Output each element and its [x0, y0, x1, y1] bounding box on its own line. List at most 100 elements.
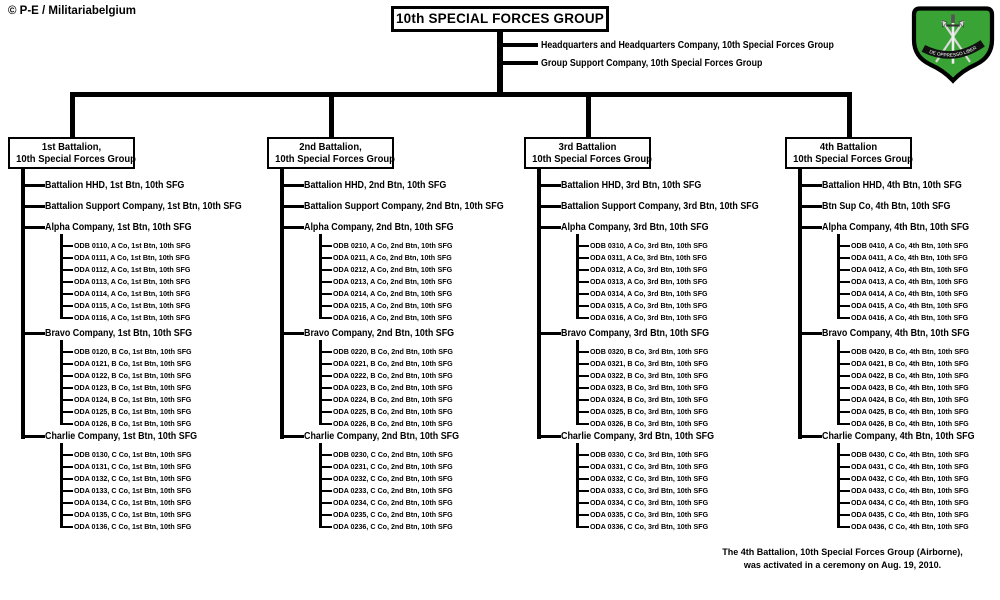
- connector-line: [319, 293, 332, 295]
- team-label: ODA 0123, B Co, 1st Btn, 10th SFG: [74, 383, 192, 392]
- connector-line: [319, 387, 332, 389]
- connector-line: [60, 399, 73, 401]
- connector-line: [60, 281, 73, 283]
- connector-line: [798, 435, 822, 438]
- team-label: ODA 0324, B Co, 3rd Btn, 10th SFG: [590, 395, 709, 404]
- connector-line: [21, 205, 45, 208]
- connector-line: [60, 466, 73, 468]
- connector-line: [576, 478, 589, 480]
- battalion-name-line: 1st Battalion,: [41, 141, 102, 153]
- team-label: ODA 0316, A Co, 3rd Btn, 10th SFG: [590, 313, 708, 322]
- connector-line: [60, 340, 63, 425]
- footnote: The 4th Battalion, 10th Special Forces G…: [690, 546, 995, 572]
- company-label: Charlie Company, 1st Btn, 10th SFG: [45, 430, 198, 442]
- team-label: ODA 0121, B Co, 1st Btn, 10th SFG: [74, 359, 192, 368]
- team-label: ODA 0212, A Co, 2nd Btn, 10th SFG: [333, 265, 453, 274]
- connector-line: [837, 514, 850, 516]
- connector-line: [576, 502, 589, 504]
- connector-line: [576, 281, 589, 283]
- connector-line: [576, 399, 589, 401]
- team-label: ODA 0213, A Co, 2nd Btn, 10th SFG: [333, 277, 453, 286]
- company-label: Bravo Company, 4th Btn, 10th SFG: [822, 327, 970, 339]
- connector-line: [576, 340, 579, 425]
- connector-line: [798, 167, 802, 439]
- footnote-line: The 4th Battalion, 10th Special Forces G…: [722, 547, 963, 557]
- connector-line: [837, 363, 850, 365]
- team-label: ODA 0312, A Co, 3rd Btn, 10th SFG: [590, 265, 708, 274]
- connector-line: [837, 293, 850, 295]
- team-label: ODB 0330, C Co, 3rd Btn, 10th SFG: [590, 450, 709, 459]
- team-label: ODB 0220, B Co, 2nd Btn, 10th SFG: [333, 347, 453, 356]
- battalion-connector-line: [329, 92, 334, 138]
- team-label: ODA 0421, B Co, 4th Btn, 10th SFG: [851, 359, 969, 368]
- connector-line: [500, 43, 538, 47]
- connector-line: [837, 387, 850, 389]
- connector-line: [576, 375, 589, 377]
- group-unit-label: Headquarters and Headquarters Company, 1…: [541, 39, 834, 51]
- team-label: ODB 0420, B Co, 4th Btn, 10th SFG: [851, 347, 969, 356]
- team-label: ODA 0132, C Co, 1st Btn, 10th SFG: [74, 474, 192, 483]
- team-label: ODA 0436, C Co, 4th Btn, 10th SFG: [851, 522, 969, 531]
- team-label: ODA 0314, A Co, 3rd Btn, 10th SFG: [590, 289, 708, 298]
- connector-line: [319, 363, 332, 365]
- connector-line: [576, 490, 589, 492]
- team-label: ODA 0435, C Co, 4th Btn, 10th SFG: [851, 510, 969, 519]
- team-label: ODA 0335, C Co, 3rd Btn, 10th SFG: [590, 510, 709, 519]
- connector-line: [537, 226, 561, 229]
- connector-line: [837, 305, 850, 307]
- connector-line: [60, 526, 73, 528]
- connector-line: [21, 435, 45, 438]
- connector-line: [60, 514, 73, 516]
- team-label: ODA 0414, A Co, 4th Btn, 10th SFG: [851, 289, 969, 298]
- connector-line: [60, 305, 73, 307]
- connector-line: [537, 167, 541, 439]
- connector-line: [576, 234, 579, 319]
- connector-line: [576, 387, 589, 389]
- team-label: ODA 0315, A Co, 3rd Btn, 10th SFG: [590, 301, 708, 310]
- battalion-name-line: 10th Special Forces Group: [532, 153, 652, 165]
- team-label: ODB 0410, A Co, 4th Btn, 10th SFG: [851, 241, 969, 250]
- battalion-box: 2nd Battalion,10th Special Forces Group: [267, 137, 395, 169]
- footnote-line: was activated in a ceremony on Aug. 19, …: [743, 560, 942, 570]
- battalion-unit-label: Battalion Support Company, 3rd Btn, 10th…: [561, 200, 759, 212]
- connector-line: [60, 351, 73, 353]
- beret-flash-insignia: DE OPPRESSO LIBER: [911, 6, 995, 84]
- connector-line: [319, 245, 332, 247]
- connector-line: [21, 184, 45, 187]
- connector-line: [319, 257, 332, 259]
- team-label: ODA 0331, C Co, 3rd Btn, 10th SFG: [590, 462, 709, 471]
- team-label: ODA 0133, C Co, 1st Btn, 10th SFG: [74, 486, 192, 495]
- connector-line: [537, 184, 561, 187]
- connector-line: [576, 305, 589, 307]
- team-label: ODA 0225, B Co, 2nd Btn, 10th SFG: [333, 407, 453, 416]
- connector-line: [60, 257, 73, 259]
- connector-line: [60, 363, 73, 365]
- team-label: ODA 0226, B Co, 2nd Btn, 10th SFG: [333, 419, 453, 428]
- connector-line: [576, 363, 589, 365]
- connector-line: [576, 317, 589, 319]
- connector-line: [576, 269, 589, 271]
- team-label: ODA 0224, B Co, 2nd Btn, 10th SFG: [333, 395, 453, 404]
- connector-line: [60, 454, 73, 456]
- team-label: ODA 0211, A Co, 2nd Btn, 10th SFG: [333, 253, 452, 262]
- battalion-connector-line: [847, 92, 852, 138]
- company-label: Bravo Company, 1st Btn, 10th SFG: [45, 327, 193, 339]
- connector-line: [837, 375, 850, 377]
- team-label: ODA 0231, C Co, 2nd Btn, 10th SFG: [333, 462, 453, 471]
- connector-line: [319, 305, 332, 307]
- connector-line: [319, 399, 332, 401]
- battalion-name-line: 10th Special Forces Group: [16, 153, 136, 165]
- team-label: ODA 0325, B Co, 3rd Btn, 10th SFG: [590, 407, 709, 416]
- company-label: Alpha Company, 4th Btn, 10th SFG: [822, 221, 970, 233]
- connector-line: [837, 423, 850, 425]
- team-label: ODB 0110, A Co, 1st Btn, 10th SFG: [74, 241, 191, 250]
- team-label: ODA 0223, B Co, 2nd Btn, 10th SFG: [333, 383, 453, 392]
- connector-line: [60, 478, 73, 480]
- company-label: Charlie Company, 4th Btn, 10th SFG: [822, 430, 975, 442]
- team-label: ODA 0115, A Co, 1st Btn, 10th SFG: [74, 301, 191, 310]
- connector-line: [837, 351, 850, 353]
- connector-line: [60, 375, 73, 377]
- battalion-unit-label: Battalion HHD, 1st Btn, 10th SFG: [45, 179, 185, 191]
- connector-line: [319, 269, 332, 271]
